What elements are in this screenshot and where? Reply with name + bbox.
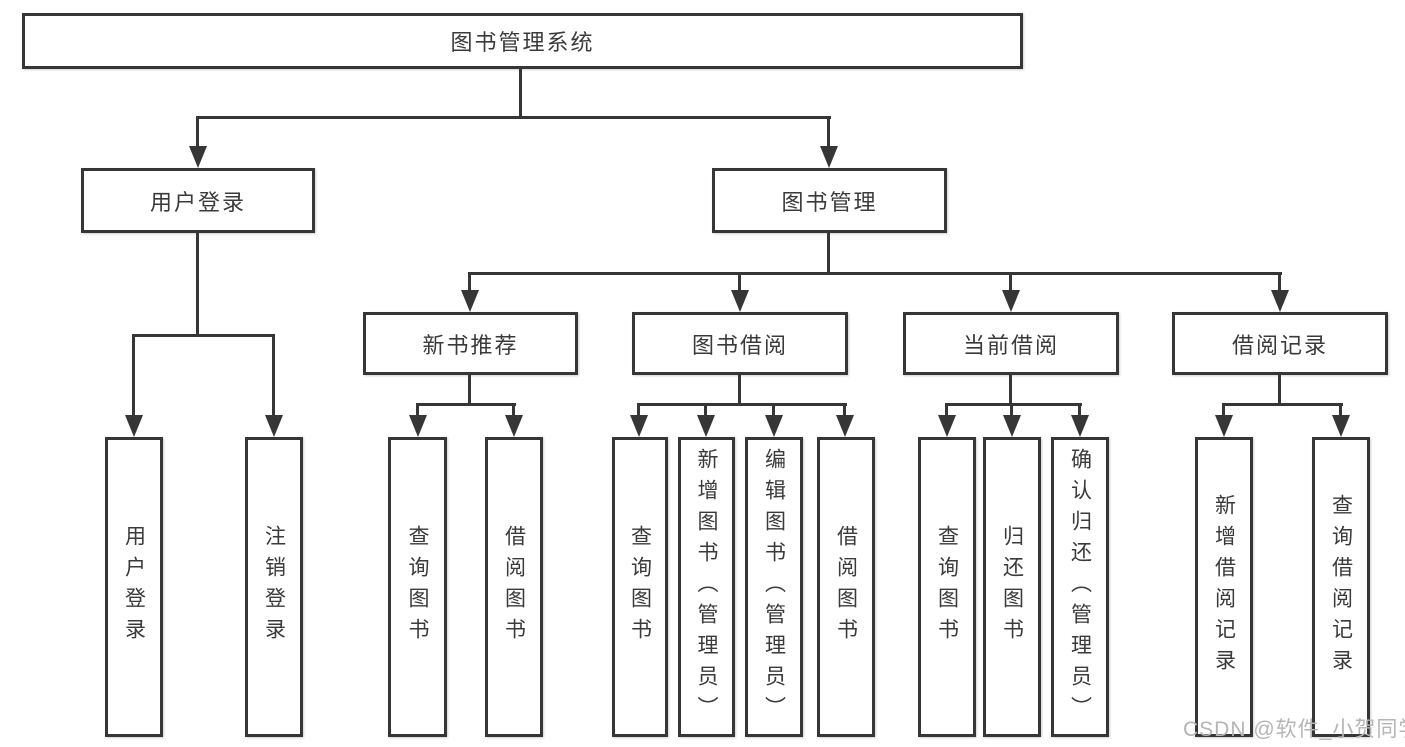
arrowhead-down-icon: [938, 415, 956, 437]
connector-line: [468, 272, 1282, 275]
leaf-edit-book-admin: 编辑图书（管理员）: [745, 437, 803, 737]
leaf-query-books-current: 查询图书: [918, 437, 976, 737]
connector-line: [1010, 403, 1013, 417]
connector-line: [196, 116, 831, 119]
node-book-management: 图书管理: [712, 168, 947, 233]
leaf-add-borrow-record: 新增借阅记录: [1195, 437, 1253, 737]
node-book-management-label: 图书管理: [781, 189, 878, 215]
connector-line: [196, 116, 199, 148]
connector-line: [272, 334, 275, 417]
leaf-query-books-borrowing-label: 查询图书: [628, 525, 652, 649]
connector-line: [1278, 375, 1281, 406]
connector-line: [1009, 375, 1012, 406]
leaf-return-book: 归还图书: [983, 437, 1041, 737]
arrowhead-down-icon: [461, 290, 479, 312]
connector-line: [416, 403, 419, 417]
connector-line: [704, 403, 707, 417]
leaf-borrow-books-borrowing: 借阅图书: [817, 437, 875, 737]
connector-line: [132, 334, 135, 417]
arrowhead-down-icon: [189, 146, 207, 168]
arrowhead-down-icon: [630, 415, 648, 437]
arrowhead-down-icon: [409, 415, 427, 437]
connector-line: [637, 403, 640, 417]
node-new-book-recommend: 新书推荐: [363, 312, 578, 375]
arrowhead-down-icon: [820, 146, 838, 168]
arrowhead-down-icon: [1271, 290, 1289, 312]
connector-line: [843, 403, 846, 417]
leaf-confirm-return-admin: 确认归还（管理员）: [1051, 437, 1109, 737]
connector-line: [1222, 403, 1225, 417]
arrowhead-down-icon: [1215, 415, 1233, 437]
leaf-borrow-books-borrowing-label: 借阅图书: [834, 525, 858, 649]
connector-line: [945, 403, 948, 417]
leaf-query-borrow-record-label: 查询借阅记录: [1329, 494, 1353, 680]
node-book-borrowing-label: 图书借阅: [691, 332, 788, 358]
arrowhead-down-icon: [1003, 415, 1021, 437]
connector-line: [468, 272, 471, 292]
leaf-add-book-admin: 新增图书（管理员）: [678, 437, 735, 737]
leaf-edit-book-admin-label: 编辑图书（管理员）: [762, 447, 786, 727]
node-current-borrowing: 当前借阅: [903, 312, 1119, 375]
leaf-return-book-label: 归还图书: [1000, 525, 1024, 649]
connector-line: [772, 403, 775, 417]
leaf-borrow-books-recommend: 借阅图书: [485, 437, 543, 737]
leaf-add-borrow-record-label: 新增借阅记录: [1212, 494, 1236, 680]
arrowhead-down-icon: [731, 290, 749, 312]
arrowhead-down-icon: [265, 415, 283, 437]
csdn-watermark: CSDN @软件_小贺同学: [1183, 718, 1405, 741]
node-current-borrowing-label: 当前借阅: [962, 332, 1059, 358]
node-user-login: 用户登录: [81, 168, 315, 233]
node-new-book-recommend-label: 新书推荐: [422, 332, 519, 358]
connector-line: [519, 69, 522, 119]
node-root: 图书管理系统: [22, 13, 1023, 69]
leaf-confirm-return-admin-label: 确认归还（管理员）: [1068, 447, 1092, 727]
connector-line: [738, 375, 741, 406]
leaf-query-books-recommend-label: 查询图书: [406, 525, 430, 649]
connector-line: [1009, 272, 1012, 292]
arrowhead-down-icon: [765, 415, 783, 437]
node-book-borrowing: 图书借阅: [632, 312, 848, 375]
leaf-logout-label: 注销登录: [262, 525, 286, 649]
connector-line: [1078, 403, 1081, 417]
connector-line: [1222, 403, 1343, 406]
arrowhead-down-icon: [1071, 415, 1089, 437]
leaf-user-login-label: 用户登录: [122, 525, 146, 649]
connector-line: [827, 233, 830, 275]
arrowhead-down-icon: [125, 415, 143, 437]
connector-line: [132, 334, 275, 337]
leaf-query-books-borrowing: 查询图书: [612, 437, 668, 737]
connector-line: [468, 375, 471, 406]
leaf-add-book-admin-label: 新增图书（管理员）: [695, 447, 719, 727]
connector-line: [827, 116, 830, 148]
connector-line: [512, 403, 515, 417]
arrowhead-down-icon: [1002, 290, 1020, 312]
arrowhead-down-icon: [1332, 415, 1350, 437]
leaf-user-login: 用户登录: [105, 437, 163, 737]
arrowhead-down-icon: [505, 415, 523, 437]
leaf-query-books-current-label: 查询图书: [935, 525, 959, 649]
node-user-login-label: 用户登录: [149, 189, 246, 215]
node-root-label: 图书管理系统: [450, 30, 595, 55]
connector-line: [738, 272, 741, 292]
connector-line: [1339, 403, 1342, 417]
node-borrowing-records: 借阅记录: [1172, 312, 1388, 375]
connector-line: [1278, 272, 1281, 292]
arrowhead-down-icon: [836, 415, 854, 437]
connector-line: [416, 403, 516, 406]
node-borrowing-records-label: 借阅记录: [1231, 332, 1328, 358]
connector-line: [945, 403, 1082, 406]
arrowhead-down-icon: [697, 415, 715, 437]
leaf-query-books-recommend: 查询图书: [388, 437, 447, 737]
leaf-borrow-books-recommend-label: 借阅图书: [502, 525, 526, 649]
connector-line: [196, 233, 199, 337]
connector-line: [637, 403, 847, 406]
leaf-logout: 注销登录: [245, 437, 303, 737]
leaf-query-borrow-record: 查询借阅记录: [1312, 437, 1370, 737]
